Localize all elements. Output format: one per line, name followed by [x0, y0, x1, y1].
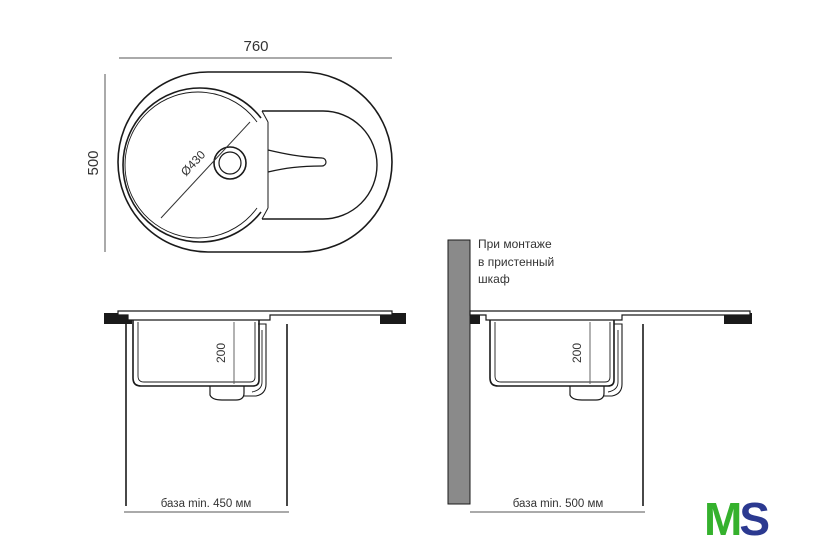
- height-dimension: 500: [85, 74, 106, 252]
- logo-letter-s: S: [739, 493, 770, 545]
- width-dimension: 760: [119, 38, 392, 59]
- logo-letter-m: M: [704, 493, 742, 545]
- drain-groove: [267, 149, 327, 173]
- wall: [447, 239, 471, 505]
- top-view: 760 500 Ø430: [85, 38, 393, 253]
- depth-label-left: 200: [214, 343, 228, 363]
- base-label-right: база min. 500 мм: [513, 498, 604, 510]
- diameter-label: Ø430: [178, 148, 208, 179]
- installation-note: При монтаже в пристенный шкаф: [478, 236, 608, 289]
- section-view-right: 200 база min. 500 мм: [447, 239, 752, 513]
- bowl-section-left: [132, 320, 260, 387]
- drain-hole: [213, 146, 247, 180]
- note-line-3: шкаф: [478, 272, 510, 286]
- width-label: 760: [243, 38, 268, 55]
- brand-logo: MS: [704, 494, 784, 544]
- note-line-1: При монтаже: [478, 237, 552, 251]
- round-bowl: [122, 87, 262, 243]
- section-view-left: 200 база min. 450 мм: [104, 310, 406, 513]
- drainboard: [262, 110, 378, 220]
- depth-label-right: 200: [570, 343, 584, 363]
- sink-outline: [117, 71, 393, 253]
- countertop-right: [380, 313, 406, 324]
- diameter-line: [160, 121, 251, 219]
- bowl-section-right: [489, 320, 615, 387]
- note-line-2: в пристенный: [478, 254, 555, 269]
- countertop-left: [104, 313, 132, 324]
- countertop-right-section: [724, 313, 752, 324]
- height-label: 500: [85, 150, 102, 175]
- base-label-left: база min. 450 мм: [161, 498, 252, 510]
